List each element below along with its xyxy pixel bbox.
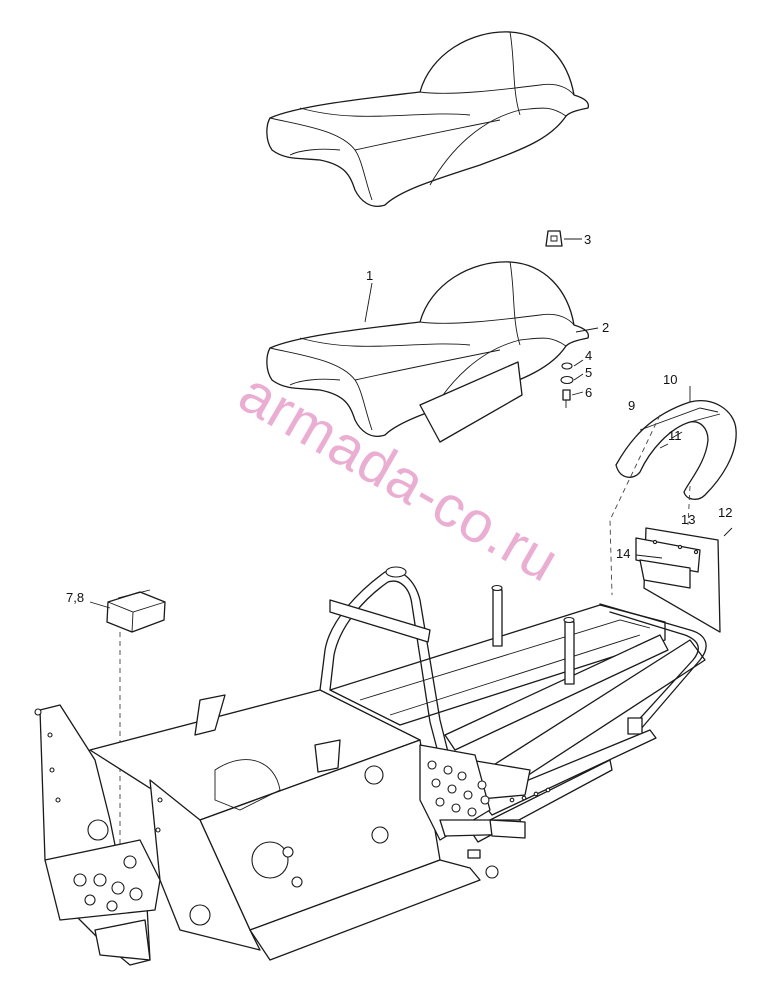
pad-block	[106, 589, 166, 633]
callout-4: 4	[585, 348, 592, 363]
mud-flap	[635, 527, 733, 633]
chassis-frame	[34, 566, 707, 966]
callout-6: 6	[585, 385, 592, 400]
callout-2: 2	[602, 320, 609, 335]
seat-cover	[266, 31, 590, 207]
callout-3: 3	[584, 232, 591, 247]
seat-assembly	[266, 261, 590, 443]
callout-14: 14	[616, 546, 630, 561]
callout-10: 10	[663, 372, 677, 387]
seat-hardware	[364, 282, 599, 408]
callout-13: 13	[681, 512, 695, 527]
callout-labels: 1 2 3 4 5 6 7,8 9 10 11 12 13 14	[66, 232, 732, 605]
callout-5: 5	[585, 365, 592, 380]
callout-1: 1	[366, 268, 373, 283]
callout-11: 11	[668, 428, 682, 443]
callout-9: 9	[628, 398, 635, 413]
seat-clip	[545, 230, 582, 247]
grab-handle	[615, 386, 737, 500]
callout-12: 12	[718, 505, 732, 520]
callout-7-8: 7,8	[66, 590, 84, 605]
